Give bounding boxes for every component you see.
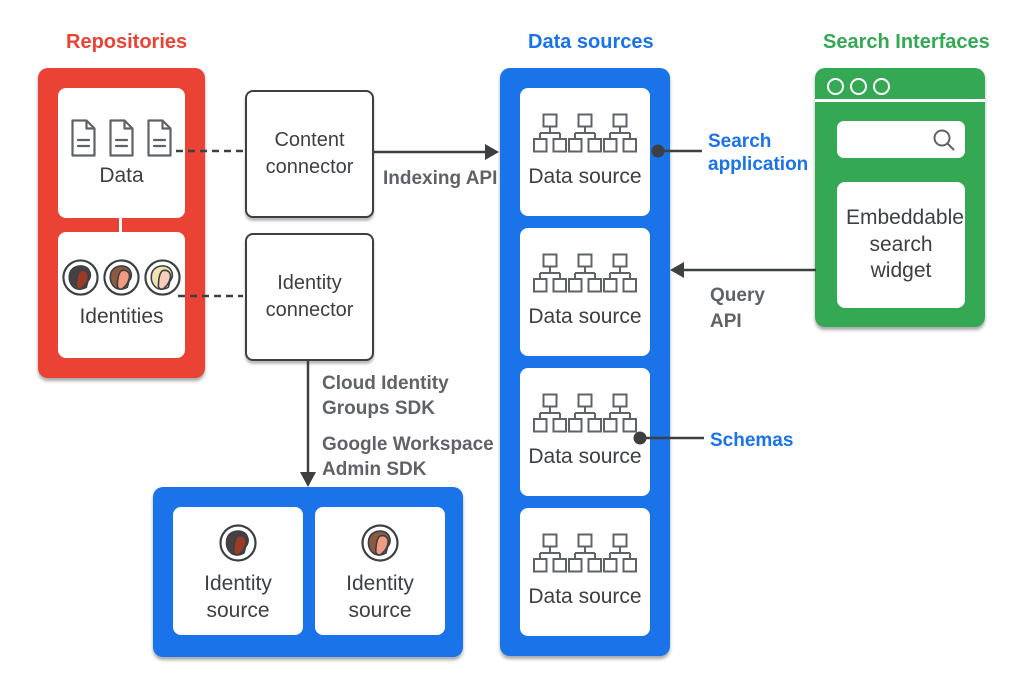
- org-chart-icons: [533, 533, 637, 573]
- data-source-label: Data source: [528, 305, 642, 328]
- document-icon: [109, 119, 134, 157]
- org-chart-icon: [533, 113, 567, 153]
- window-dot-icon: [873, 78, 890, 95]
- document-icon: [147, 119, 172, 157]
- org-chart-icon: [533, 253, 567, 293]
- data-source-label: Data source: [528, 445, 642, 468]
- person-avatar-icon: [361, 524, 399, 562]
- person-avatar-icon: [103, 259, 140, 296]
- person-avatar-icon: [144, 259, 181, 296]
- window-dot-icon: [850, 78, 867, 95]
- identity-sources-container: Identity source Identity source: [153, 487, 463, 657]
- org-chart-icons: [533, 393, 637, 433]
- data-source-label: Data source: [528, 165, 642, 188]
- identity-source-label: Identity source: [204, 572, 272, 622]
- arrow-down-icon: [300, 472, 316, 487]
- data-sources-container: Data source Data source Data source: [500, 68, 670, 656]
- org-chart-icon: [568, 113, 602, 153]
- query-api-label: Query API: [710, 285, 765, 332]
- identity-connector-box: Identity connector: [245, 233, 374, 361]
- indexing-api-label: Indexing API: [383, 168, 498, 189]
- identities-box-label: Identities: [79, 305, 164, 328]
- window-dot-icon: [827, 78, 844, 95]
- search-box: [837, 121, 965, 158]
- cloud-identity-sdk-label: Cloud Identity Groups SDK: [322, 373, 449, 419]
- data-sources-title: Data sources: [528, 31, 654, 53]
- workspace-admin-sdk-label: Google Workspace Admin SDK: [322, 434, 494, 480]
- data-source-box: Data source: [520, 228, 650, 356]
- identity-connector-label: Identity connector: [265, 272, 354, 321]
- document-icons: [70, 118, 173, 158]
- org-chart-icon: [603, 113, 637, 153]
- embeddable-search-widget-box: Embeddable search widget: [837, 182, 965, 308]
- document-icon: [71, 119, 96, 157]
- search-icon: [933, 129, 955, 151]
- arrow-left-icon: [670, 262, 684, 278]
- identity-source-label: Identity source: [346, 572, 414, 622]
- arrow-right-icon: [485, 144, 499, 160]
- person-avatar-icon: [62, 259, 99, 296]
- org-chart-icon: [568, 393, 602, 433]
- org-chart-icon: [603, 253, 637, 293]
- search-interfaces-title: Search Interfaces: [823, 31, 990, 53]
- org-chart-icons: [533, 113, 637, 153]
- data-identities-joint: [119, 218, 122, 232]
- content-connector-box: Content connector: [245, 90, 374, 218]
- data-box-label: Data: [99, 164, 144, 187]
- embeddable-search-widget-label: Embeddable search widget: [846, 205, 964, 283]
- data-source-box: Data source: [520, 88, 650, 216]
- repositories-container: Data Ident: [38, 68, 205, 378]
- identities-box: Identities: [58, 232, 185, 358]
- org-chart-icon: [533, 533, 567, 573]
- org-chart-icon: [568, 253, 602, 293]
- data-box: Data: [58, 88, 185, 218]
- identity-source-box: Identity source: [173, 507, 303, 635]
- data-source-box: Data source: [520, 368, 650, 496]
- browser-divider: [815, 99, 985, 102]
- content-connector-label: Content connector: [265, 129, 354, 178]
- org-chart-icon: [568, 533, 602, 573]
- person-avatar-icon: [219, 524, 257, 562]
- repositories-title: Repositories: [66, 31, 188, 53]
- identity-avatars: [61, 258, 182, 297]
- org-chart-icon: [603, 533, 637, 573]
- search-application-label: Search application: [708, 131, 809, 175]
- data-source-label: Data source: [528, 585, 642, 608]
- org-chart-icon: [603, 393, 637, 433]
- org-chart-icons: [533, 253, 637, 293]
- schemas-label: Schemas: [710, 430, 794, 451]
- identity-source-box: Identity source: [315, 507, 445, 635]
- org-chart-icon: [533, 393, 567, 433]
- data-source-box: Data source: [520, 508, 650, 636]
- window-controls-icon: [827, 78, 896, 95]
- search-interfaces-container: Embeddable search widget: [815, 68, 985, 327]
